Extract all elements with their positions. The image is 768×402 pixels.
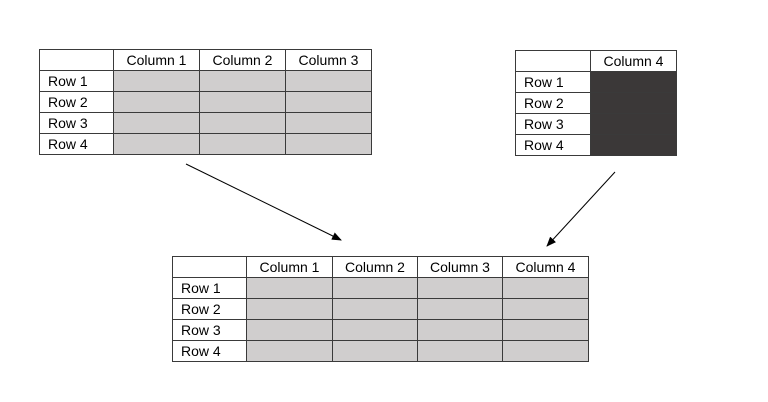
table-row: Row 1 <box>515 71 677 93</box>
data-cell <box>502 340 589 362</box>
data-cell <box>246 298 333 320</box>
data-cell <box>113 133 200 155</box>
data-cell <box>502 298 589 320</box>
data-cell <box>417 340 503 362</box>
corner-cell <box>515 50 591 72</box>
row-label: Row 1 <box>515 71 591 93</box>
data-cell <box>590 134 677 156</box>
data-cell <box>417 277 503 299</box>
column-header: Column 2 <box>332 256 418 278</box>
table-row: Row 3 <box>172 319 589 341</box>
corner-cell <box>172 256 247 278</box>
row-label: Row 4 <box>172 340 247 362</box>
data-cell <box>199 70 286 92</box>
data-cell <box>590 71 677 93</box>
row-label: Row 2 <box>39 91 114 113</box>
data-cell <box>285 91 372 113</box>
corner-cell <box>39 49 114 71</box>
column-header: Column 3 <box>285 49 372 71</box>
data-cell <box>285 70 372 92</box>
table-row: Row 2 <box>172 298 589 320</box>
table-row: Row 2 <box>515 92 677 114</box>
data-cell <box>113 91 200 113</box>
data-cell <box>502 319 589 341</box>
table-row: Row 3 <box>515 113 677 135</box>
data-cell <box>285 112 372 134</box>
data-cell <box>285 133 372 155</box>
data-cell <box>113 70 200 92</box>
arrow-left-to-merged <box>185 163 342 241</box>
table-row: Row 4 <box>39 133 372 155</box>
row-label: Row 4 <box>39 133 114 155</box>
data-cell <box>246 319 333 341</box>
row-label: Row 3 <box>39 112 114 134</box>
column-header: Column 1 <box>246 256 333 278</box>
table-row: Row 1 <box>39 70 372 92</box>
data-cell <box>590 92 677 114</box>
source-table-column-4: Column 4 Row 1 Row 2 Row 3 Row 4 <box>515 50 677 156</box>
row-label: Row 3 <box>515 113 591 135</box>
data-cell <box>590 113 677 135</box>
data-cell <box>417 298 503 320</box>
table-row: Row 3 <box>39 112 372 134</box>
data-cell <box>332 340 418 362</box>
table-row: Row 4 <box>515 134 677 156</box>
data-cell <box>113 112 200 134</box>
data-cell <box>502 277 589 299</box>
column-header: Column 3 <box>417 256 503 278</box>
source-table-columns-1-3: Column 1 Column 2 Column 3 Row 1 Row 2 R… <box>39 49 372 155</box>
row-label: Row 1 <box>172 277 247 299</box>
row-label: Row 4 <box>515 134 591 156</box>
row-label: Row 2 <box>172 298 247 320</box>
table-row: Row 4 <box>172 340 589 362</box>
data-cell <box>332 277 418 299</box>
arrow-right-to-merged <box>546 171 616 247</box>
merged-table-columns-1-4: Column 1 Column 2 Column 3 Column 4 Row … <box>172 256 589 362</box>
header-row: Column 4 <box>515 50 677 72</box>
data-cell <box>199 133 286 155</box>
table-row: Row 1 <box>172 277 589 299</box>
header-row: Column 1 Column 2 Column 3 Column 4 <box>172 256 589 278</box>
table-row: Row 2 <box>39 91 372 113</box>
column-header: Column 1 <box>113 49 200 71</box>
row-label: Row 2 <box>515 92 591 114</box>
data-cell <box>417 319 503 341</box>
